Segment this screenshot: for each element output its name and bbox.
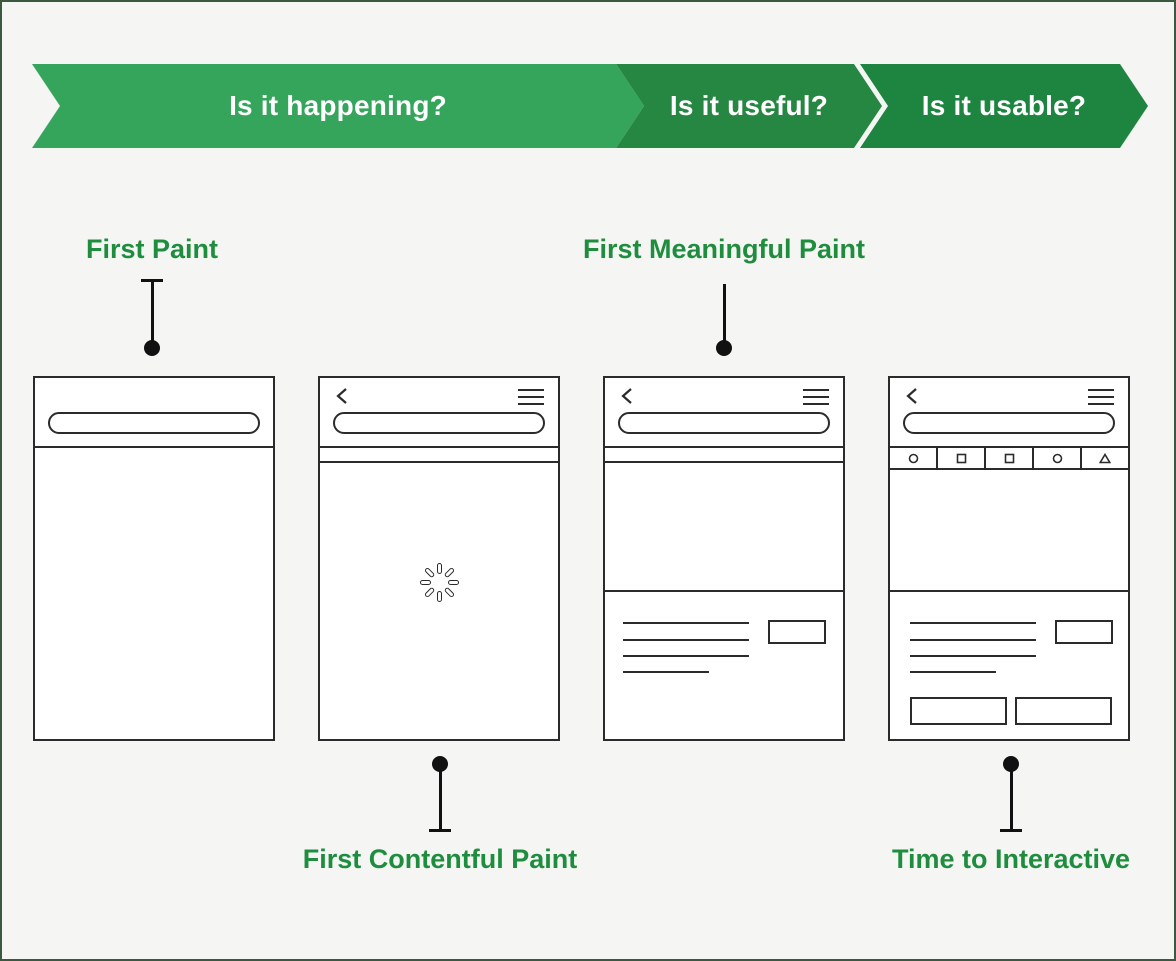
wireframe-button — [768, 620, 826, 644]
text-line — [623, 622, 749, 624]
question-banner: Is it happening? Is it useful? Is it usa… — [32, 64, 1148, 148]
url-bar — [48, 412, 260, 434]
tab-strip — [320, 448, 558, 463]
banner-label-useful: Is it useful? — [669, 90, 829, 121]
menu-icon — [518, 389, 544, 410]
first-paint-label: First Paint — [85, 234, 219, 264]
phone-first-meaningful-paint — [603, 376, 845, 741]
phone-time-to-interactive — [888, 376, 1130, 741]
first-meaningful-paint-pointer-line — [723, 284, 726, 341]
time-to-interactive-label: Time to Interactive — [891, 844, 1131, 874]
text-line — [623, 655, 749, 657]
url-bar — [618, 412, 830, 434]
url-bar — [333, 412, 545, 434]
back-icon — [619, 386, 635, 411]
url-bar — [903, 412, 1115, 434]
phone2-header — [320, 378, 558, 448]
hero-content-divider — [890, 590, 1128, 592]
text-line — [910, 655, 1036, 657]
text-line — [910, 622, 1036, 624]
back-icon — [904, 386, 920, 411]
banner-label-usable: Is it usable? — [921, 90, 1087, 121]
first-contentful-paint-pointer-dot — [432, 756, 448, 772]
phone-first-contentful-paint — [318, 376, 560, 741]
wireframe-button — [1055, 620, 1113, 644]
banner-label-happening: Is it happening? — [229, 90, 447, 121]
text-line — [910, 639, 1036, 641]
text-line — [910, 671, 996, 673]
text-line — [623, 671, 709, 673]
banner-segment-happening: Is it happening? — [32, 64, 644, 148]
first-paint-pointer-dot — [144, 340, 160, 356]
first-contentful-paint-pointer-line — [439, 771, 442, 830]
first-meaningful-paint-pointer-dot — [716, 340, 732, 356]
first-contentful-paint-pointer-cap — [429, 829, 451, 832]
loading-spinner-icon — [417, 560, 461, 604]
time-to-interactive-pointer-cap — [1000, 829, 1022, 832]
wireframe-action-button — [910, 697, 1007, 725]
text-line — [623, 639, 749, 641]
time-to-interactive-pointer-dot — [1003, 756, 1019, 772]
back-icon — [334, 386, 350, 411]
first-meaningful-paint-label: First Meaningful Paint — [582, 234, 865, 264]
tab-triangle-icon — [1082, 448, 1128, 468]
tab-square-icon — [986, 448, 1034, 468]
phone-first-paint — [33, 376, 275, 741]
tab-circle-icon — [890, 448, 938, 468]
hero-content-divider — [605, 590, 843, 592]
wireframe-action-button — [1015, 697, 1112, 725]
menu-icon — [1088, 389, 1114, 410]
menu-icon — [803, 389, 829, 410]
tab-circle-icon — [1034, 448, 1082, 468]
tab-square-icon — [938, 448, 986, 468]
tab-strip — [605, 448, 843, 463]
banner-segment-useful: Is it useful? — [616, 64, 882, 148]
phone4-header — [890, 378, 1128, 448]
phone1-header — [35, 378, 273, 448]
tab-icon-bar — [890, 448, 1128, 470]
time-to-interactive-pointer-line — [1010, 771, 1013, 830]
first-contentful-paint-label: First Contentful Paint — [302, 844, 578, 874]
phone3-header — [605, 378, 843, 448]
first-paint-pointer-line — [151, 279, 154, 341]
banner-segment-usable: Is it usable? — [860, 64, 1148, 148]
